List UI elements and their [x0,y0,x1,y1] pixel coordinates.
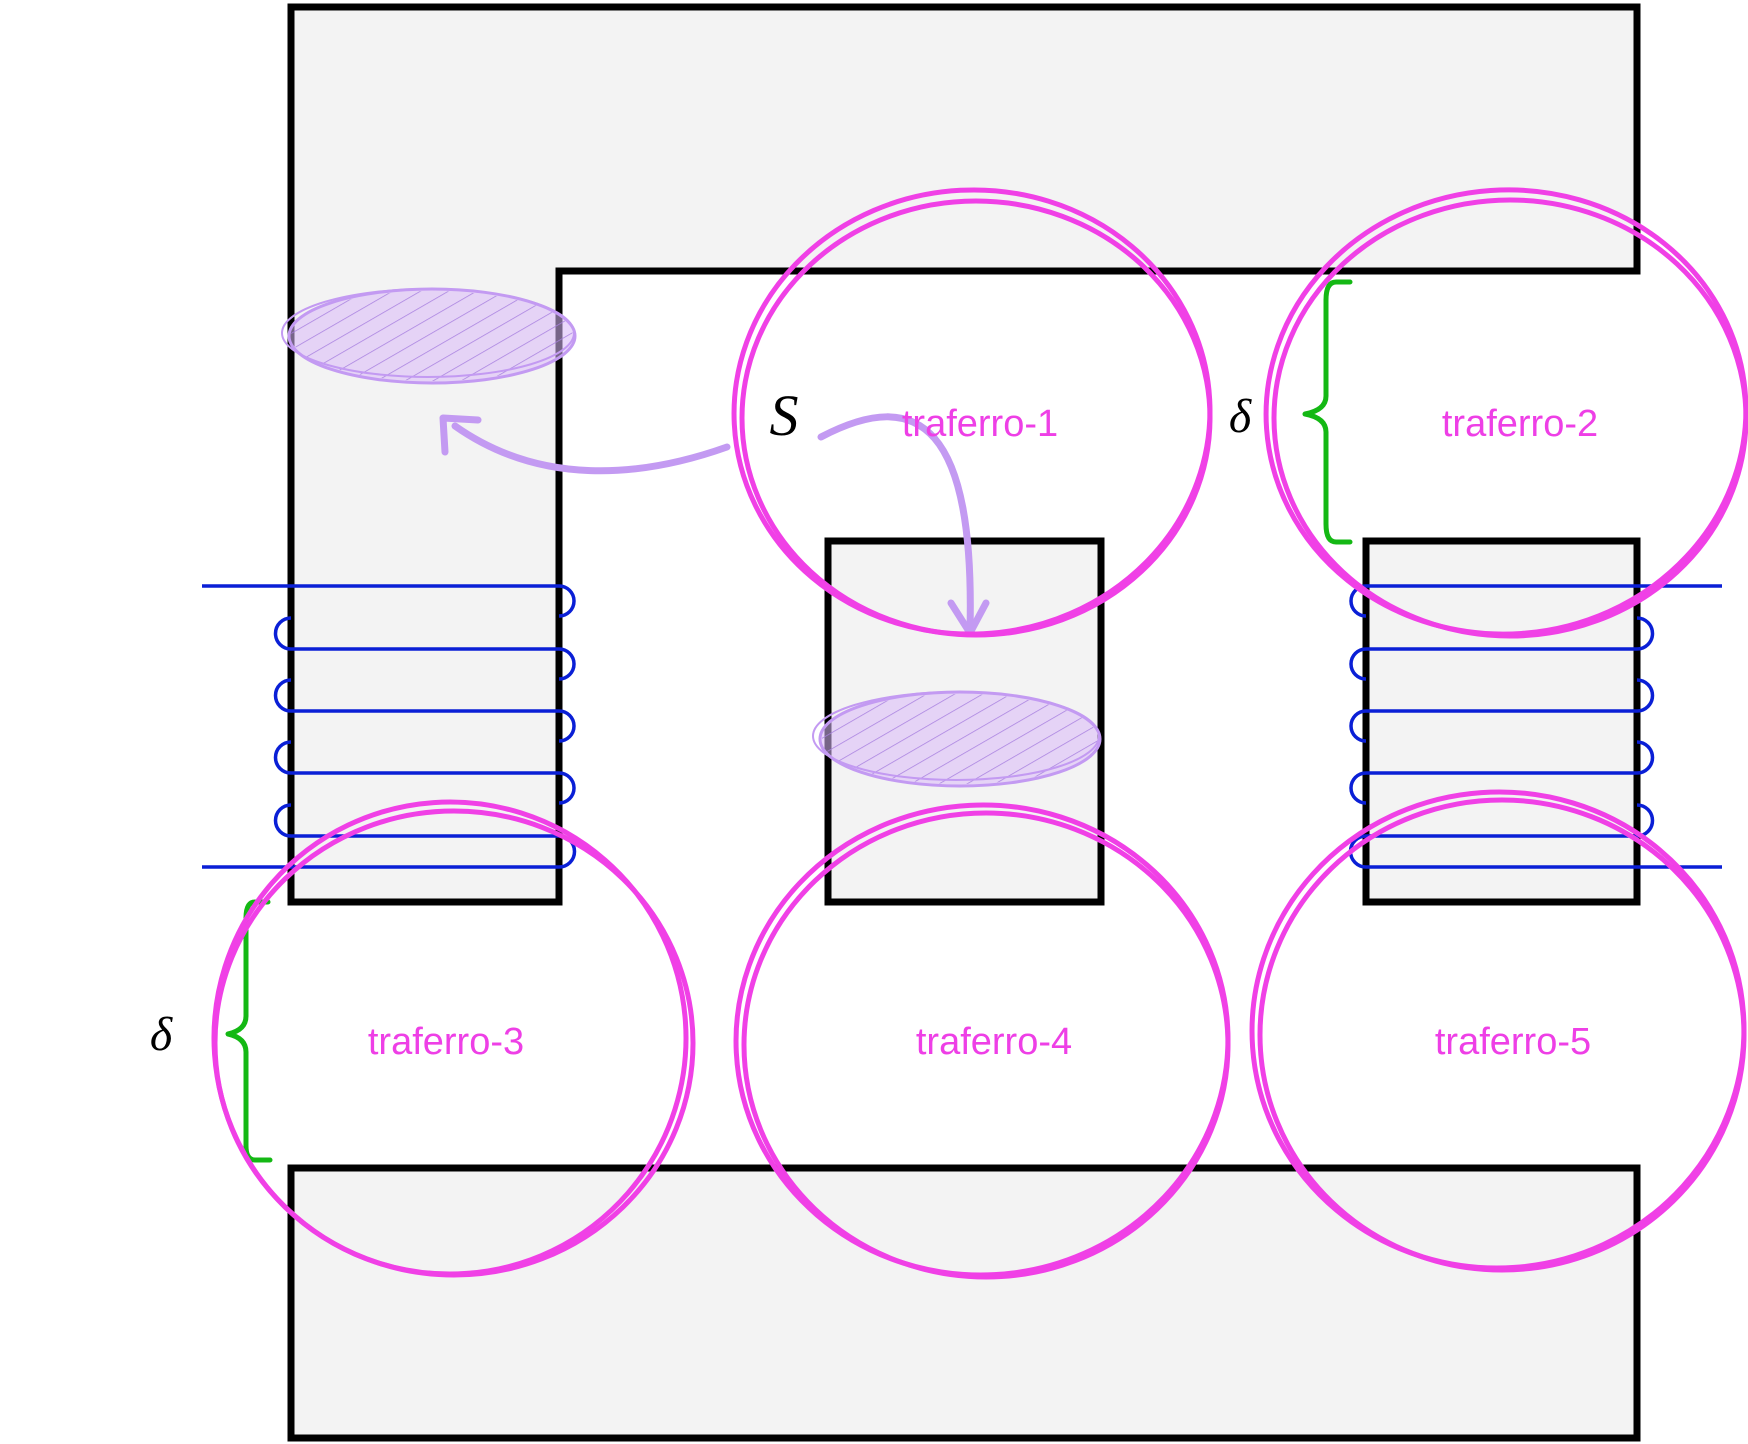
right-coil [1348,584,1722,869]
gap-ring-2 [1263,187,1748,639]
gap-label-4: traferro-4 [916,1021,1072,1063]
core-bottom-yoke [287,1164,1641,1442]
cross-section-center-leg [812,690,1102,788]
core-right-leg [1362,537,1641,906]
gap-label-1: traferro-1 [902,403,1058,445]
gap-ring-5 [1249,789,1747,1273]
core-upper-frame [287,3,1641,906]
gap-ring-4 [733,802,1231,1280]
gap-label-3: traferro-3 [368,1021,524,1063]
section-symbol: S [770,383,799,448]
gap-label-5: traferro-5 [1435,1021,1591,1063]
gap-ring-1 [731,187,1213,638]
gap-ring-3 [211,799,696,1278]
dimension-brace-right [1302,279,1353,545]
gap-length-symbol-right: δ [1229,390,1252,443]
gap-length-symbol-left: δ [150,1008,173,1061]
left-coil [202,584,577,869]
gap-label-2: traferro-2 [1442,403,1598,445]
section-arrow-left [439,414,731,475]
cross-section-left-leg [281,287,577,385]
